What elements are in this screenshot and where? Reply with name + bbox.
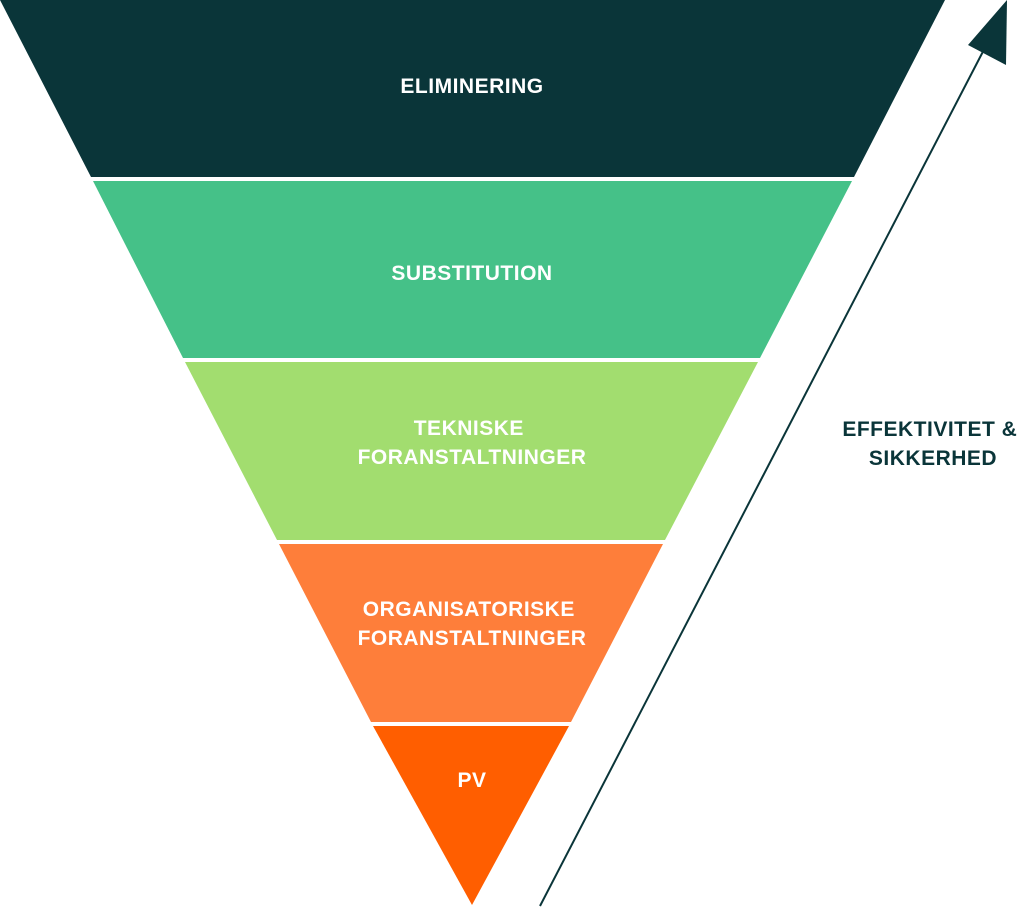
level-band-substitution: [93, 181, 852, 358]
level-label-substitution: SUBSTITUTION: [391, 262, 552, 285]
level-labels: ELIMINERING SUBSTITUTION TEKNISKE FORANS…: [358, 75, 587, 792]
level-label-engineering-controls-line-2: FORANSTALTNINGER: [358, 446, 587, 469]
level-label-engineering-controls: TEKNISKE FORANSTALTNINGER: [358, 417, 587, 469]
level-label-substitution-line-1: SUBSTITUTION: [391, 262, 552, 285]
level-label-ppe: PV: [457, 769, 486, 792]
arrow-shaft: [539, 37, 991, 907]
level-label-elimination: ELIMINERING: [400, 75, 543, 98]
level-band-administrative-controls: [279, 544, 663, 722]
arrow-head-icon: [968, 0, 1007, 65]
level-label-administrative-controls-line-1: ORGANISATORISKE: [363, 598, 575, 621]
level-band-elimination: [0, 0, 945, 177]
level-label-administrative-controls: ORGANISATORISKE FORANSTALTNINGER: [358, 598, 587, 650]
level-label-administrative-controls-line-2: FORANSTALTNINGER: [358, 627, 587, 650]
level-band-engineering-controls: [185, 362, 758, 540]
effectiveness-arrow: [539, 0, 1007, 907]
level-band-ppe: [373, 726, 569, 905]
pyramid: [0, 0, 945, 905]
level-label-ppe-line-1: PV: [457, 769, 486, 792]
effectiveness-label-line-2: SIKKERHED: [869, 447, 997, 470]
effectiveness-label: EFFEKTIVITET & SIKKERHED: [842, 418, 1023, 470]
level-label-elimination-line-1: ELIMINERING: [400, 75, 543, 98]
level-label-engineering-controls-line-1: TEKNISKE: [414, 417, 524, 440]
effectiveness-label-line-1: EFFEKTIVITET &: [842, 418, 1017, 441]
